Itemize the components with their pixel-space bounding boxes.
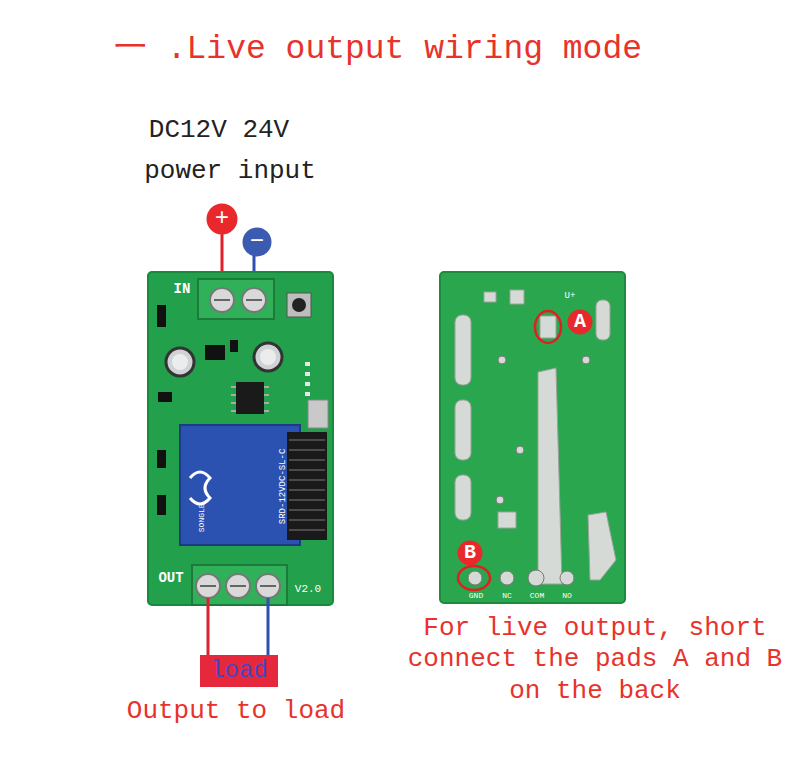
output-label: Output to load — [127, 696, 345, 727]
pcb — [440, 272, 625, 603]
relay-model: SRD-12VDC-SL-C — [279, 448, 290, 524]
node-text: + — [215, 207, 229, 231]
circle-shape — [458, 541, 483, 566]
crystal — [308, 400, 328, 428]
terminal-block — [192, 565, 287, 605]
node-text: − — [250, 230, 264, 254]
voltage-label: DC12V 24V — [149, 115, 289, 146]
pad-highlight — [535, 311, 561, 343]
front-board — [148, 272, 333, 605]
power-label: power input — [144, 156, 316, 187]
capacitor — [254, 343, 282, 371]
ic-chip — [236, 382, 264, 414]
node-text: B — [464, 543, 476, 563]
relay-brand: SONGLE — [196, 504, 206, 533]
pad-label: GND — [469, 591, 483, 601]
title: 一 .Live output wiring mode — [114, 30, 642, 70]
negative-terminal-mark: − — [242, 227, 272, 257]
load-wires — [208, 598, 268, 658]
pcb — [148, 272, 333, 605]
relay — [180, 425, 300, 545]
silk-label: V2.0 — [295, 583, 321, 596]
pad-label: NO — [562, 591, 572, 601]
pad-marker: A — [567, 309, 593, 335]
circle-shape — [207, 204, 238, 235]
positive-terminal-mark: + — [206, 203, 238, 235]
back-board — [440, 272, 625, 603]
push-button — [287, 293, 311, 317]
silk-label: OUT — [158, 570, 183, 587]
node-text: A — [574, 312, 586, 332]
screw — [242, 288, 266, 312]
screw — [210, 288, 234, 312]
rect-shape — [200, 655, 278, 687]
silk-label: IN — [174, 281, 191, 298]
circle-shape — [243, 228, 272, 257]
pad-marker: B — [457, 540, 483, 566]
pad-label: COM — [530, 591, 544, 601]
relay-logo — [190, 472, 210, 504]
antenna-coil — [287, 432, 327, 540]
instruction-note: For live output, short connect the pads … — [400, 613, 790, 707]
terminal-block — [198, 279, 274, 319]
pad-label: NC — [502, 591, 512, 601]
node-text: load — [210, 659, 268, 683]
circle-shape — [568, 310, 593, 335]
load-box: load — [200, 655, 278, 687]
smd-part — [157, 305, 166, 327]
pad-label: U+ — [565, 291, 576, 302]
pad-highlight — [458, 566, 490, 590]
capacitor — [166, 348, 194, 376]
